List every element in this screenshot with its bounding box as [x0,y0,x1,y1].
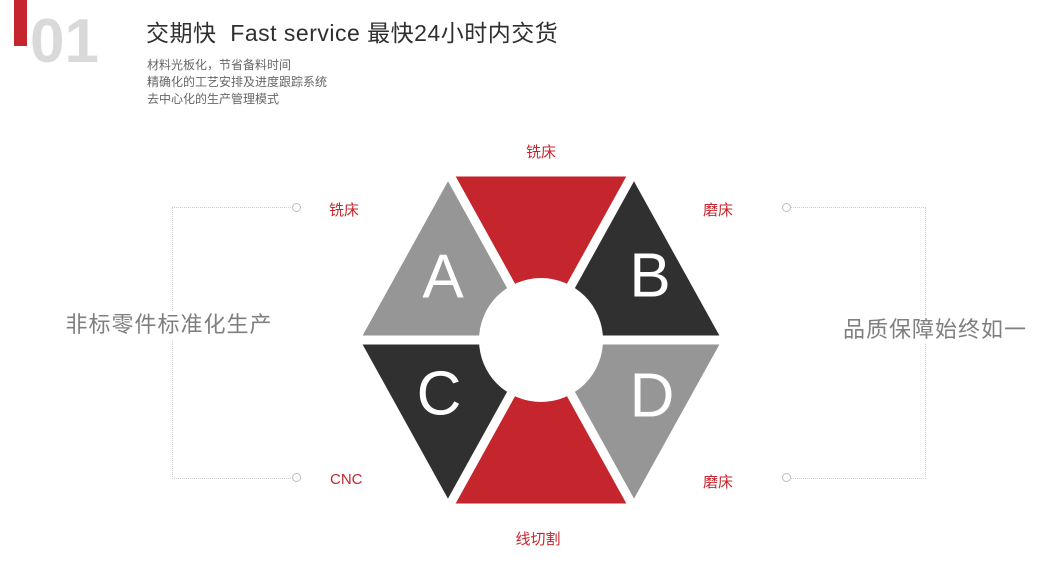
callout-upper-right: 磨床 [703,202,734,219]
letter-d: D [630,362,675,431]
connector-dot [782,203,791,212]
subtitle-line: 材料光板化，节省备料时间 [147,58,292,72]
center-circle [479,278,603,402]
connector-dot [292,473,301,482]
subtitle-line: 精确化的工艺安排及进度跟踪系统 [147,75,328,89]
callout-lower-left: CNC [330,471,363,488]
connector-dot [292,203,301,212]
letter-a: A [422,243,464,312]
callout-bottom: 线切割 [515,531,561,548]
letter-b: B [629,242,670,311]
callout-upper-left: 铣床 [329,202,360,219]
slide-title: 交期快 Fast service 最快24小时内交货 [146,20,559,46]
subtitle-line: 去中心化的生产管理模式 [147,92,280,106]
section-number: 01 [30,7,99,76]
hexagon-diagram: A B C D [347,162,735,518]
letter-c: C [417,360,462,429]
left-caption: 非标零件标准化生产 [40,311,298,339]
subtitle-list: 材料光板化，节省备料时间 精确化的工艺安排及进度跟踪系统 去中心化的生产管理模式 [147,57,327,108]
segment-bottom [440,330,642,513]
left-connector-line [172,207,293,479]
connector-dot [782,473,791,482]
accent-bar [14,0,27,46]
right-caption: 品质保障始终如一 [818,316,1052,344]
callout-lower-right: 磨床 [703,474,734,491]
callout-top: 铣床 [525,144,556,161]
